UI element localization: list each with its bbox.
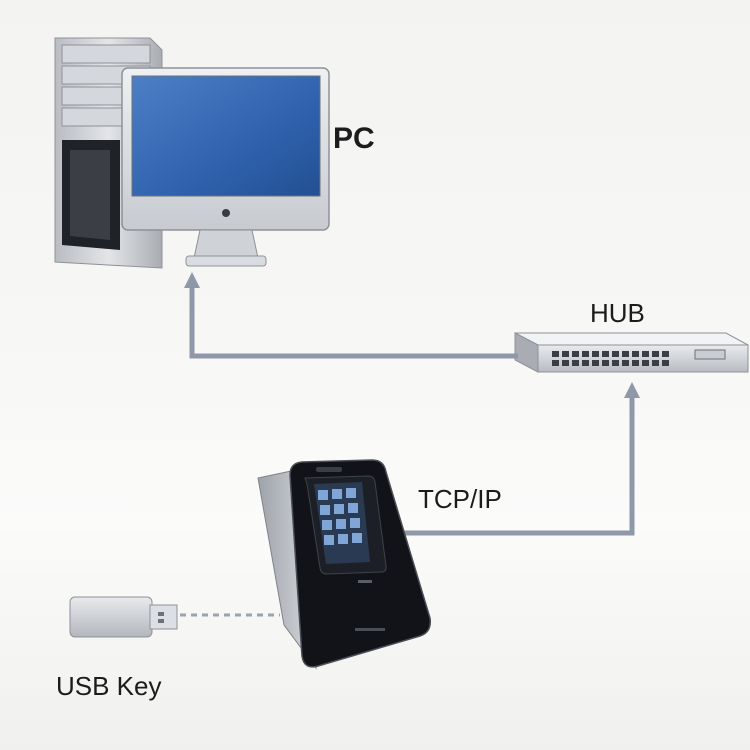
usb-key-label: USB Key: [56, 671, 162, 701]
hub-label: HUB: [590, 298, 645, 328]
device-hub-connector: [402, 396, 635, 536]
network-hub-icon: [514, 332, 749, 373]
usb-key-icon: [69, 596, 178, 638]
hub-arrow-head: [624, 382, 640, 398]
pc-label: PC: [333, 122, 375, 155]
monitor-icon: [121, 67, 330, 267]
pc-arrow-head: [184, 272, 200, 288]
tcp-ip-label: TCP/IP: [418, 484, 502, 514]
pc-hub-connector: [189, 286, 518, 359]
face-terminal-icon: [257, 459, 432, 670]
